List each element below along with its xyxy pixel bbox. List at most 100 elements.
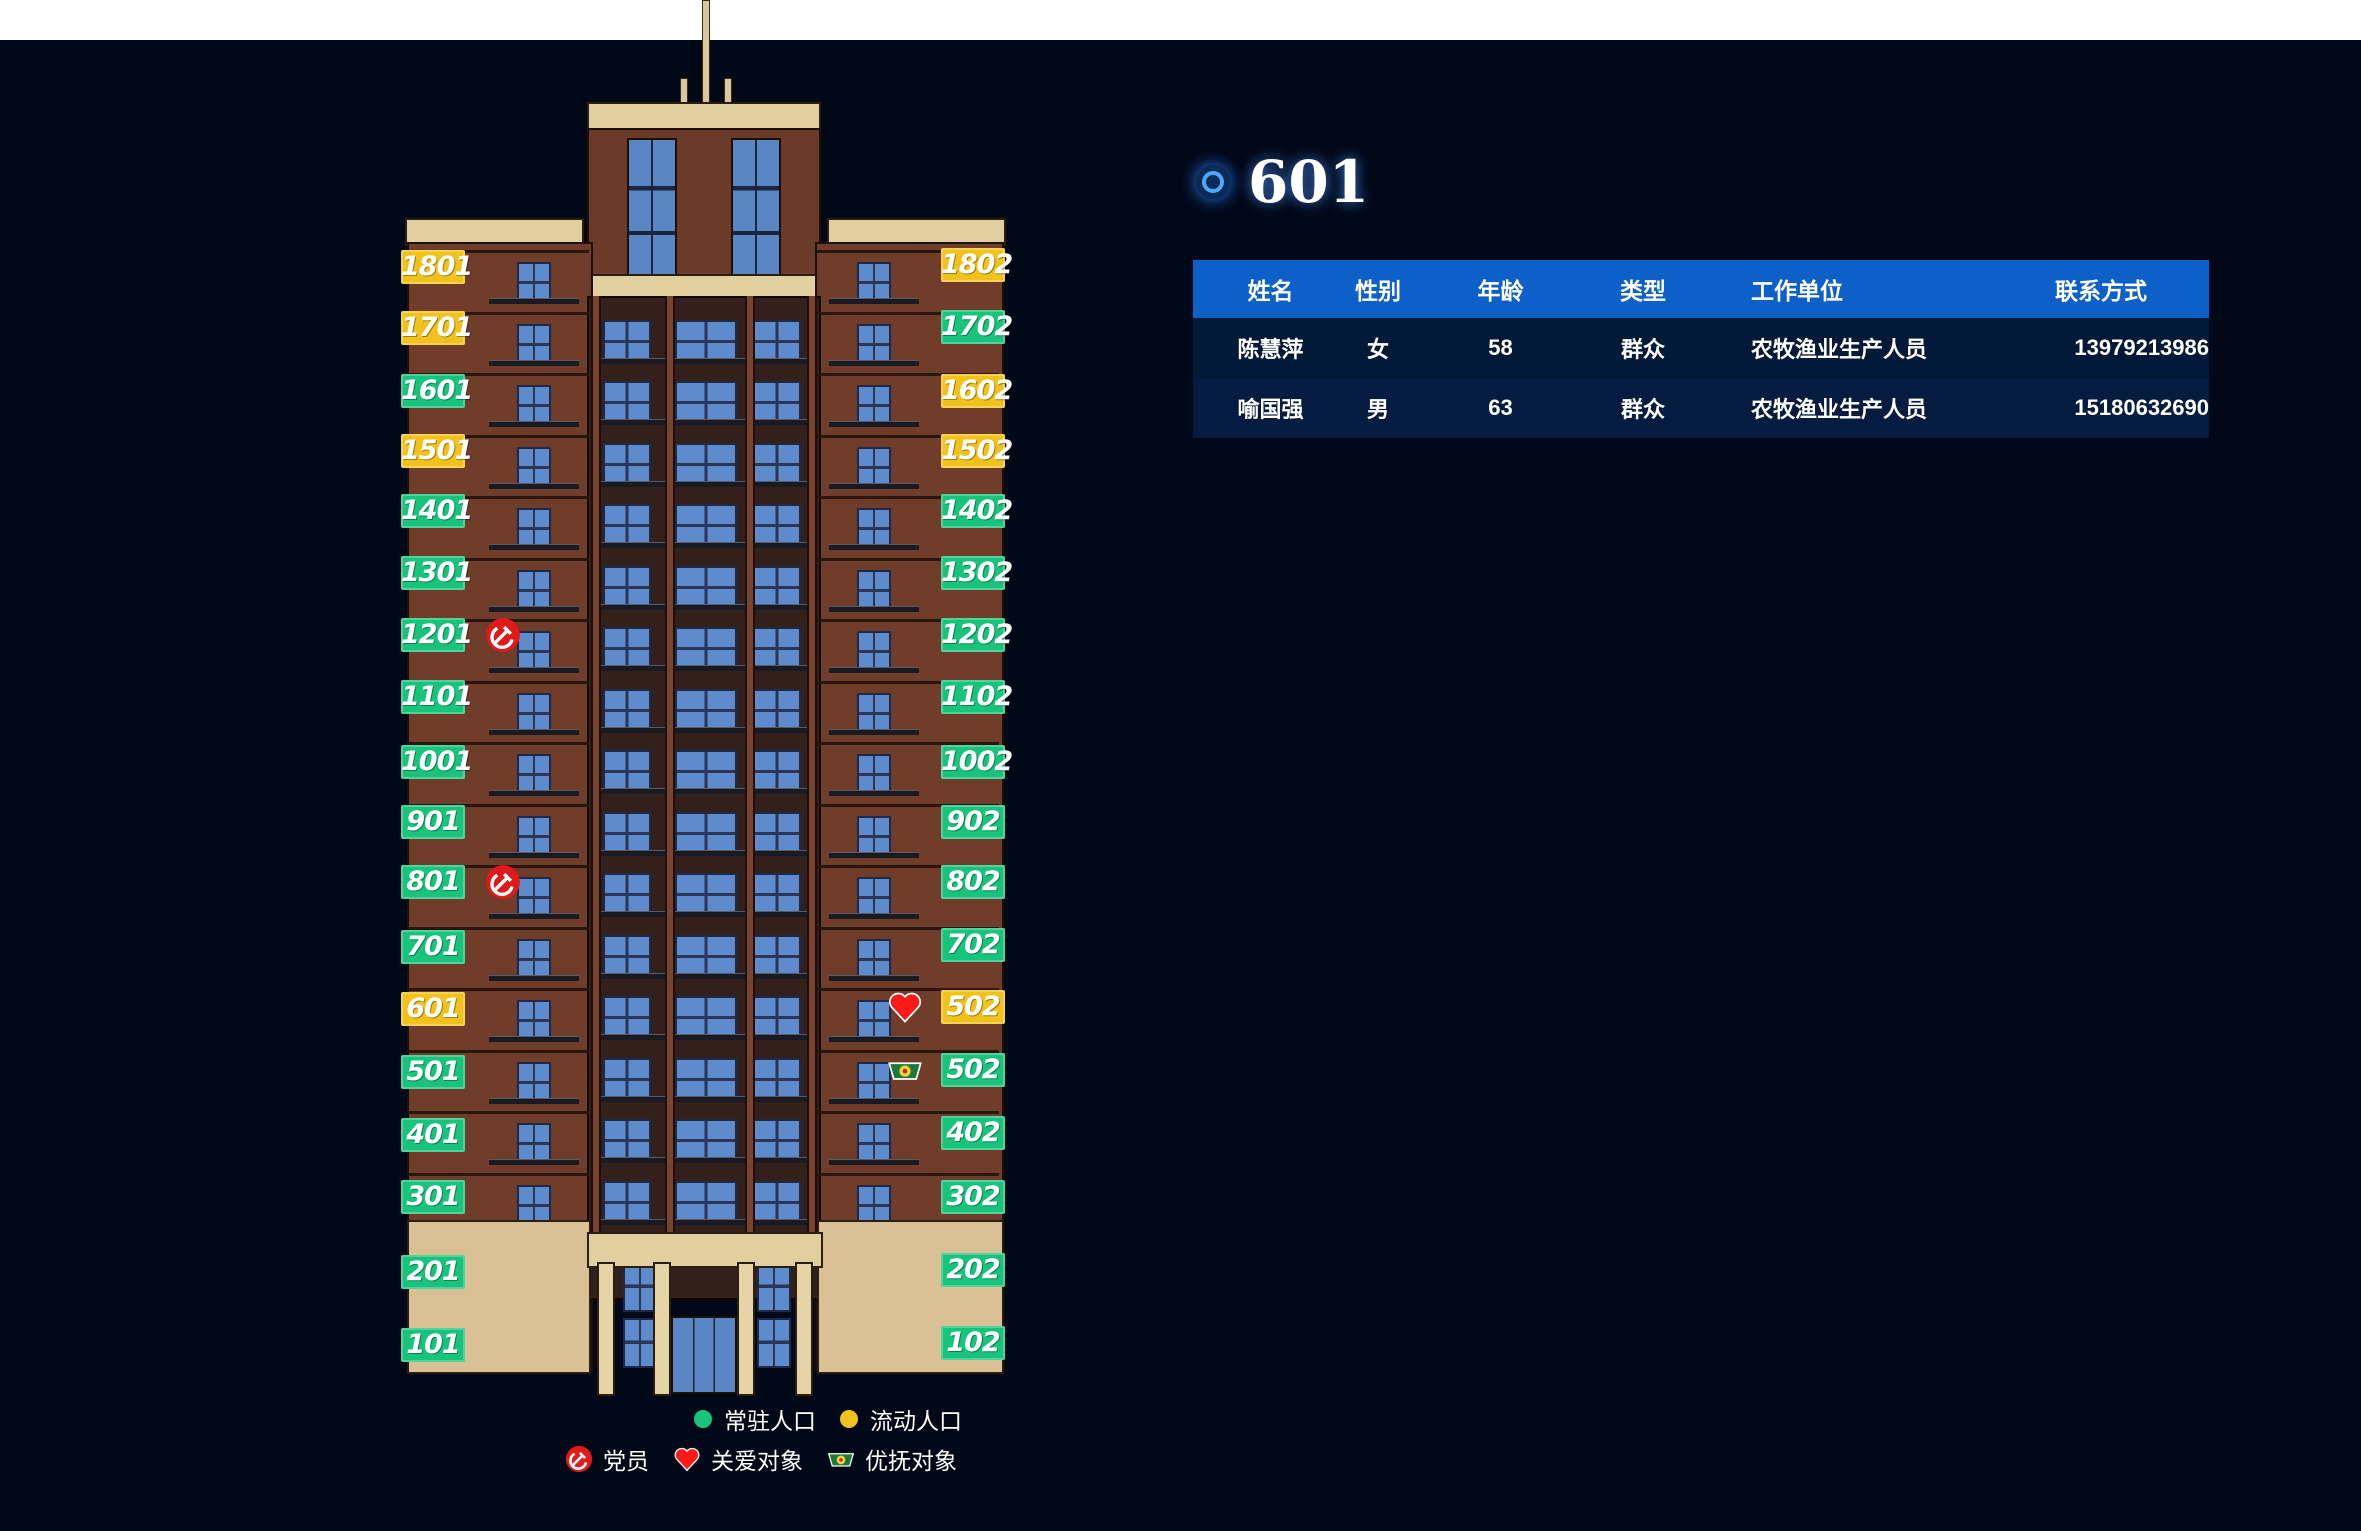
unit-tag-302[interactable]: 302: [941, 1180, 1005, 1214]
balcony-rail: [595, 911, 809, 917]
unit-tag-1002[interactable]: 1002: [941, 745, 1013, 779]
unit-tag-1601[interactable]: 1601: [401, 374, 473, 408]
balcony-rail: [489, 482, 579, 489]
unit-tag-1801[interactable]: 1801: [401, 250, 473, 284]
unit-tag-1702[interactable]: 1702: [941, 310, 1013, 344]
balcony-rail: [829, 1159, 919, 1165]
unit-tag-1501[interactable]: 1501: [401, 434, 473, 468]
pier: [807, 296, 817, 1236]
unit-tag-1201[interactable]: 1201: [401, 618, 473, 652]
unit-tag-501[interactable]: 501: [401, 1055, 465, 1089]
unit-tag-502[interactable]: 502: [941, 990, 1005, 1024]
resident-table: 姓名 性别 年龄 类型 工作单位 联系方式 陈慧萍 女 58 群众 农牧渔业生产…: [1193, 260, 2209, 438]
unit-tag-401[interactable]: 401: [401, 1118, 465, 1152]
unit-tag-902[interactable]: 902: [941, 805, 1005, 839]
balcony-rail: [489, 790, 579, 796]
unit-tag-502[interactable]: 502: [941, 1053, 1005, 1087]
window: [675, 504, 737, 548]
window: [857, 1123, 891, 1165]
balcony-rail: [595, 1218, 809, 1225]
window: [675, 627, 737, 671]
balcony-rail: [829, 728, 919, 735]
balcony-rail: [489, 1159, 579, 1165]
legend-care: 关爱对象: [673, 1442, 803, 1476]
room-number: 601: [1248, 148, 1370, 216]
legend-party-member-label: 党员: [603, 1448, 649, 1474]
window: [857, 323, 891, 366]
window: [517, 262, 551, 304]
target-icon: [1196, 165, 1230, 199]
unit-tag-1802[interactable]: 1802: [941, 248, 1013, 282]
window: [623, 1318, 657, 1368]
balcony-rail: [595, 726, 809, 733]
window: [857, 631, 891, 673]
unit-tag-301[interactable]: 301: [401, 1180, 465, 1214]
balcony-rail: [829, 605, 919, 612]
column-header-work: 工作单位: [1751, 278, 1843, 304]
unit-tag-1202[interactable]: 1202: [941, 618, 1013, 652]
unit-tag-702[interactable]: 702: [941, 928, 1005, 962]
unit-tag-101[interactable]: 101: [401, 1328, 465, 1362]
cell-age: 63: [1488, 395, 1513, 420]
unit-tag-102[interactable]: 102: [941, 1326, 1005, 1360]
legend-special-care-label: 优抚对象: [865, 1448, 957, 1474]
unit-tag-701[interactable]: 701: [401, 930, 465, 964]
floor-band: [409, 434, 589, 438]
cell-work: 农牧渔业生产人员: [1751, 397, 1928, 422]
unit-tag-601[interactable]: 601: [401, 992, 465, 1026]
unit-tag-801[interactable]: 801: [401, 865, 465, 899]
hammer-sickle-icon: [485, 864, 521, 900]
unit-tag-201[interactable]: 201: [401, 1255, 465, 1289]
column-header-gender: 性别: [1355, 278, 1401, 304]
window: [675, 565, 737, 610]
cell-age: 58: [1488, 335, 1513, 360]
unit-tag-1302[interactable]: 1302: [941, 556, 1013, 590]
floor-band: [409, 803, 589, 807]
window: [753, 627, 801, 671]
hammer-sickle-icon: [485, 617, 521, 653]
window: [517, 815, 551, 858]
unit-tag-1502[interactable]: 1502: [941, 434, 1013, 468]
unit-tag-901[interactable]: 901: [401, 805, 465, 839]
legend-resident: 常驻人口: [694, 1402, 816, 1436]
balcony-rail: [595, 1034, 809, 1040]
balcony-rail: [595, 972, 809, 979]
window: [857, 569, 891, 612]
legend-resident-label: 常驻人口: [724, 1408, 816, 1434]
window: [857, 1184, 891, 1227]
balcony-rail: [829, 298, 919, 304]
unit-tag-1001[interactable]: 1001: [401, 745, 473, 779]
legend-care-label: 关爱对象: [711, 1448, 803, 1474]
floor-band: [817, 557, 999, 561]
balcony-rail: [595, 849, 809, 856]
window: [517, 446, 551, 489]
window: [753, 381, 801, 425]
entrance-column: [597, 1262, 615, 1396]
unit-tag-1102[interactable]: 1102: [941, 680, 1013, 714]
window: [675, 1119, 737, 1163]
unit-tag-1401[interactable]: 1401: [401, 494, 473, 528]
crown-block: [587, 128, 821, 282]
crown-glass: [627, 138, 677, 278]
unit-tag-1701[interactable]: 1701: [401, 311, 473, 345]
unit-tag-1101[interactable]: 1101: [401, 680, 473, 714]
legend-party-member: 党员: [565, 1442, 649, 1476]
floor-band: [817, 1172, 999, 1176]
unit-tag-402[interactable]: 402: [941, 1116, 1005, 1150]
unit-tag-1402[interactable]: 1402: [941, 494, 1013, 528]
floor-band: [409, 1172, 589, 1176]
unit-tag-802[interactable]: 802: [941, 865, 1005, 899]
window: [753, 688, 801, 733]
balcony-rail: [595, 419, 809, 425]
window: [857, 385, 891, 427]
unit-tag-202[interactable]: 202: [941, 1253, 1005, 1287]
window: [753, 1119, 801, 1163]
unit-tag-1301[interactable]: 1301: [401, 556, 473, 590]
table-row[interactable]: 喻国强 男 63 群众 农牧渔业生产人员 15180632690: [1193, 378, 2209, 438]
balcony-rail: [829, 482, 919, 489]
unit-tag-1602[interactable]: 1602: [941, 374, 1013, 408]
table-row[interactable]: 陈慧萍 女 58 群众 农牧渔业生产人员 13979213986: [1193, 318, 2209, 378]
balcony-rail: [829, 544, 919, 550]
window: [603, 565, 651, 610]
window: [753, 1180, 801, 1225]
